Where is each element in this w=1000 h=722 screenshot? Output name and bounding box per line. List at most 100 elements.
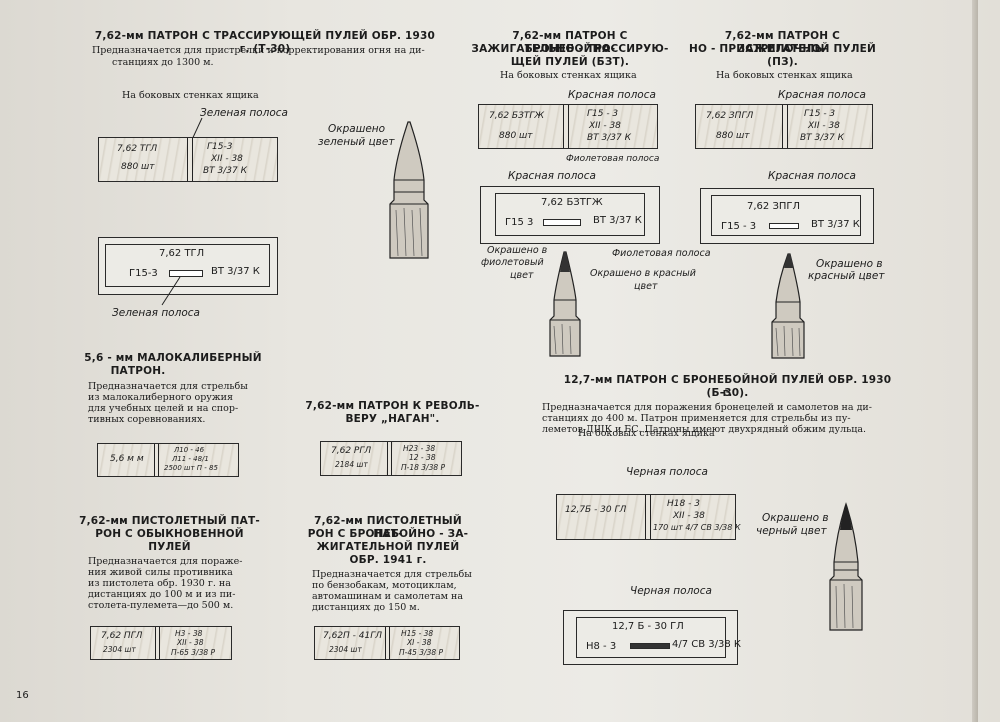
b30-desc-3: леметов ДШК и БС. Патроны имеют двухрядн… — [542, 424, 867, 435]
pz-title-1: 7,62-мм ПАТРОН С ЗАЖИГАТЕЛЬ- — [724, 30, 841, 55]
pistol-title-1: 7,62-мм ПИСТОЛЕТНЫЙ ПАТ- — [79, 515, 260, 527]
bzt-crate-r1: Г15 - 3 — [587, 109, 619, 119]
t30-bullet-label-2: зеленый цвет — [318, 136, 395, 148]
b30-bullet-icon — [829, 502, 863, 631]
b30-lid-stripe — [630, 643, 670, 649]
t30-crate-divider — [187, 138, 193, 181]
pistol-desc-4: дистанциях до 100 м и из пи- — [88, 589, 236, 600]
nagan-title-1: 7,62-мм ПАТРОН К РЕВОЛЬ- — [305, 400, 480, 412]
small-crate-l: 5,6 м м — [110, 454, 144, 464]
b30-crate-r3: 170 шт 4/7 СВ 3/38 К — [653, 523, 741, 532]
b30-bullet-label-1: Окрашено в — [762, 512, 829, 524]
small-title-2: ПАТРОН. — [110, 365, 166, 377]
b30-lid-top: 12,7 Б - 30 ГЛ — [612, 621, 684, 632]
pistolbz-title-1: 7,62-мм ПИСТОЛЕТНЫЙ ПАТ- — [314, 515, 462, 540]
t30-crate-l2: 880 шт — [121, 162, 155, 172]
small-crate-r1: Л10 - 46 — [174, 446, 205, 454]
pz-crate-r1: Г15 - 3 — [804, 109, 836, 119]
pz-title-3: (ПЗ). — [767, 56, 798, 68]
t30-bullet-label-1: Окрашено — [328, 123, 386, 135]
small-crate-r3: 2500 шт П - 85 — [164, 464, 218, 472]
b30-crate-r2: XII - 38 — [673, 511, 705, 521]
nagan-crate-l1: 7,62 РГЛ — [331, 446, 372, 456]
t30-crate-l1: 7,62 ТГЛ — [117, 144, 158, 154]
bzt-bullet-red-1: Окрашено в красный — [590, 268, 696, 279]
pistol-title-2: РОН С ОБЫКНОВЕННОЙ — [95, 528, 244, 540]
nagan-crate-side: 7,62 РГЛ 2184 шт Н23 - 38 12 - 38 П-18 3… — [320, 441, 462, 476]
bzt-crate-side: 7,62 БЗТГЖ 880 шт Г15 - 3 XII - 38 ВТ 3/… — [478, 104, 658, 149]
pistolbz-crate-r1: Н15 - 38 — [401, 629, 434, 638]
bzt-bullet-violet-2: фиолетовый — [481, 257, 544, 268]
pistolbz-title-3: ЖИГАТЕЛЬНОЙ ПУЛЕЙ — [316, 541, 460, 553]
bzt-crate-r2: XII - 38 — [589, 121, 621, 131]
t30-lid-stripe — [169, 270, 203, 277]
nagan-title-2: ВЕРУ „НАГАН". — [345, 413, 440, 425]
t30-lid-right: ВТ 3/37 К — [211, 266, 260, 277]
bzt-side-caption: На боковых стенках ящика — [500, 70, 637, 81]
pistol-crate-r2: XII - 38 — [177, 638, 204, 647]
t30-side-caption: На боковых стенках ящика — [122, 90, 259, 101]
pistol-crate-side: 7,62 ПГЛ 2304 шт Н3 - 38 XII - 38 П-65 3… — [90, 626, 232, 660]
pz-red-label: Красная полоса — [778, 89, 866, 101]
bzt-lid-red-label: Красная полоса — [508, 170, 596, 182]
pistolbz-desc-4: дистанциях до 150 м. — [312, 602, 420, 613]
nagan-crate-l2: 2184 шт — [335, 460, 368, 469]
t30-title: 7,62-мм ПАТРОН С ТРАССИРУЮЩЕЙ ПУЛЕЙ ОБР.… — [94, 30, 436, 55]
pz-lid-red-label: Красная полоса — [768, 170, 856, 182]
pz-crate-r2: XII - 38 — [808, 121, 840, 131]
pz-crate-r3: ВТ 3/37 К — [800, 133, 844, 143]
pistolbz-title-2: РОН С БРОНЕБОЙНО - ЗА- — [307, 528, 469, 540]
pistolbz-crate-l1: 7,62П - 41ГЛ — [323, 631, 383, 641]
pistolbz-crate-r3: П-45 3/38 Р — [399, 648, 444, 657]
pz-lid-left: Г15 - 3 — [721, 221, 757, 232]
t30-crate-r3: ВТ 3/37 К — [203, 166, 247, 176]
bzt-lid-right: ВТ 3/37 К — [593, 215, 642, 226]
pistol-crate-l2: 2304 шт — [103, 645, 136, 654]
small-desc-1: Предназначается для стрельбы — [88, 381, 248, 392]
pz-crate-l1: 7,62 ЗПГЛ — [706, 111, 754, 121]
t30-bullet-icon — [389, 121, 429, 259]
pistolbz-desc-3: автомашинам и самолетам на — [312, 591, 464, 602]
t30-crate-r1: Г15-3 — [207, 142, 233, 152]
bzt-title-3: ЩЕЙ ПУЛЕЙ (БЗТ). — [510, 56, 630, 68]
small-crate-side: 5,6 м м Л10 - 46 Л11 - 48/1 2500 шт П - … — [97, 443, 239, 477]
bzt-bullet-violet-3: цвет — [510, 270, 534, 281]
bzt-lid-left: Г15 3 — [505, 217, 534, 228]
pistol-desc-3: из пистолета обр. 1930 г. на — [88, 578, 231, 589]
pz-title-2: НО - ПРИСТРЕЛОЧНОЙ ПУЛЕЙ — [688, 43, 877, 55]
bzt-lid-top: 7,62 БЗТГЖ — [541, 197, 603, 208]
bzt-title-1: 7,62-мм ПАТРОН С БРОНЕБОЙНО- — [512, 30, 628, 55]
pz-bullet-icon — [771, 253, 805, 359]
bzt-red-label: Красная полоса — [568, 89, 656, 101]
b30-lid-black-label: Черная полоса — [630, 585, 712, 597]
t30-lid-stripe-label: Зеленая полоса — [112, 307, 200, 319]
b30-side-caption: На боковых стенках ящика — [578, 428, 715, 439]
small-crate-r2: Л11 - 48/1 — [172, 455, 209, 463]
t30-desc-1: Предназначается для пристрелки и коррект… — [92, 45, 425, 56]
b30-crate-r1: Н18 - 3 — [667, 499, 700, 509]
pistol-desc-1: Предназначается для пораже- — [88, 556, 243, 567]
b30-lid-right: 4/7 СВ 3/38 К — [672, 639, 742, 650]
pistol-desc-5: столета-пулемета—до 500 м. — [88, 600, 234, 611]
pistolbz-desc-2: по бензобакам, мотоциклам, — [312, 580, 457, 591]
pistolbz-title-4: ОБР. 1941 г. — [349, 554, 427, 566]
b30-bullet-label-2: черный цвет — [756, 525, 827, 537]
bzt-crate-lid: 7,62 БЗТГЖ Г15 3 ВТ 3/37 К — [480, 186, 660, 244]
pistol-crate-l1: 7,62 ПГЛ — [101, 631, 143, 641]
small-desc-3: для учебных целей и на спор- — [88, 403, 239, 414]
t30-crate-r2: XII - 38 — [211, 154, 243, 164]
b30-title-2: (Б-30). — [706, 387, 749, 399]
pistol-desc-2: ния живой силы противника — [88, 567, 233, 578]
pistolbz-desc-1: Предназначается для стрельбы — [312, 569, 472, 580]
pistolbz-crate-l2: 2304 шт — [329, 645, 362, 654]
b30-crate-l: 12,7Б - 30 ГЛ — [565, 505, 627, 515]
pz-lid-right: ВТ 3/37 К — [811, 219, 860, 230]
pistol-title-3: ПУЛЕЙ — [148, 541, 191, 553]
b30-title-1: 12,7-мм ПАТРОН С БРОНЕБОЙНОЙ ПУЛЕЙ ОБР. … — [563, 374, 892, 399]
pz-crate-side: 7,62 ЗПГЛ 880 шт Г15 - 3 XII - 38 ВТ 3/3… — [695, 104, 873, 149]
bzt-violet-label: Фиолетовая полоса — [566, 154, 660, 164]
pistolbz-crate-side: 7,62П - 41ГЛ 2304 шт Н15 - 38 XI - 38 П-… — [314, 626, 460, 660]
small-title-1: 5,6 - мм МАЛОКАЛИБЕРНЫЙ — [84, 352, 262, 364]
bzt-bullet-violet-1: Окрашено в — [487, 245, 548, 256]
